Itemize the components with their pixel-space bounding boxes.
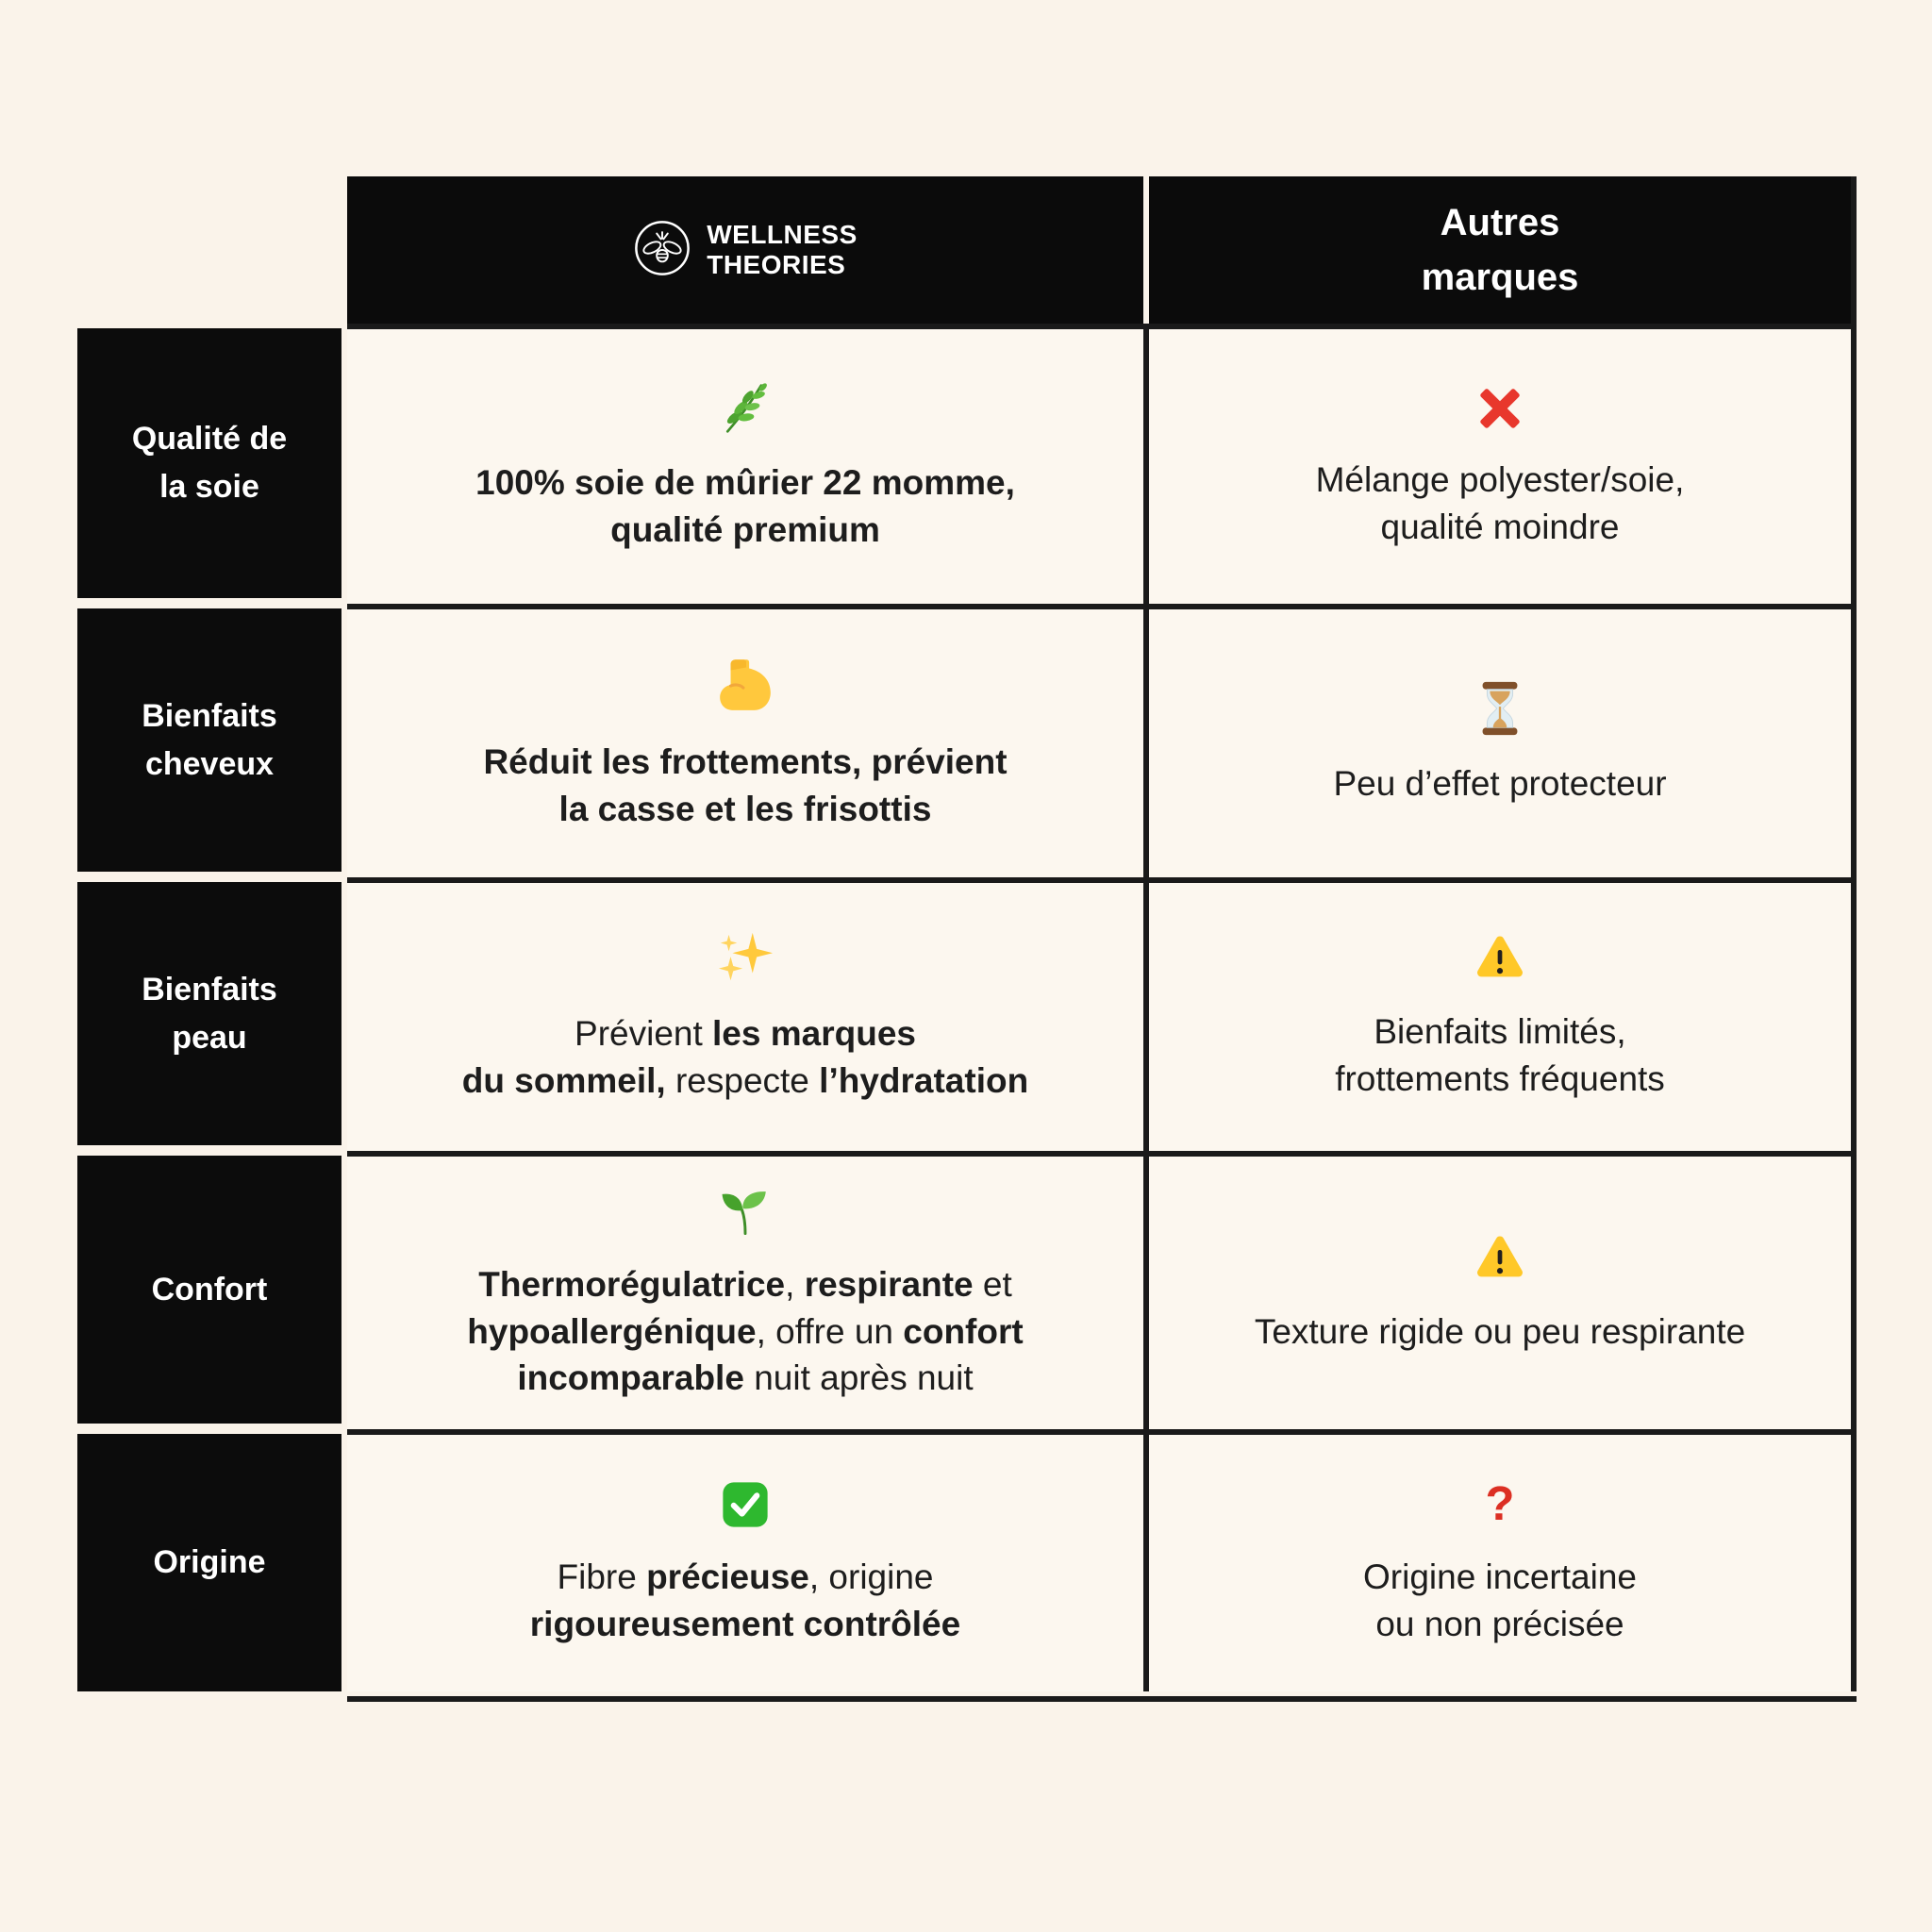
cell-text: Mélange polyester/soie, qualité moindre — [1315, 459, 1685, 546]
row-label-1: Qualité de la soie — [77, 328, 341, 598]
competitor-header-cell: Autres marques — [1149, 176, 1857, 324]
bee-logo-icon — [633, 219, 691, 282]
flexed-biceps-icon — [714, 654, 776, 716]
row-label-5: Origine — [77, 1434, 341, 1691]
question-mark-icon: ? — [1474, 1476, 1526, 1531]
svg-text:?: ? — [1485, 1478, 1514, 1530]
cell-text: Origine incertaine ou non précisée — [1363, 1557, 1637, 1643]
brand-header-cell: WELLNESS THEORIES — [347, 176, 1149, 324]
warning-icon — [1473, 931, 1527, 986]
competitor-label: Autres marques — [1421, 202, 1579, 298]
wellness-cell-row-1: 100% soie de mûrier 22 momme, qualité pr… — [347, 324, 1149, 604]
cell-text: Peu d’effet protecteur — [1333, 764, 1667, 804]
wellness-cell-row-5: Fibre précieuse, origine rigoureusement … — [347, 1429, 1149, 1691]
others-cell-row-2: Peu d’effet protecteur — [1149, 604, 1857, 877]
wellness-cell-row-2: Réduit les frottements, prévient la cass… — [347, 604, 1149, 877]
brand-lockup: WELLNESS THEORIES — [633, 219, 858, 282]
wellness-cell-row-3: Prévient les marques du sommeil, respect… — [347, 877, 1149, 1151]
cell-text: Prévient les marques du sommeil, respect… — [461, 1014, 1029, 1100]
others-cell-row-4: Texture rigide ou peu respirante — [1149, 1151, 1857, 1429]
sparkles-icon — [716, 929, 774, 988]
cell-text: Thermorégulatrice, respirante et hypoall… — [467, 1264, 1024, 1398]
wellness-cell-row-4: Thermorégulatrice, respirante et hypoall… — [347, 1151, 1149, 1429]
warning-icon — [1473, 1231, 1527, 1286]
others-cell-row-5: ? Origine incertaine ou non précisée — [1149, 1429, 1857, 1691]
cell-text: Réduit les frottements, prévient la cass… — [483, 742, 1008, 828]
check-mark-icon — [719, 1478, 772, 1531]
herb-icon — [717, 380, 774, 437]
others-cell-row-1: Mélange polyester/soie, qualité moindre — [1149, 324, 1857, 604]
cell-text: Texture rigide ou peu respirante — [1254, 1311, 1746, 1351]
cell-text: Fibre précieuse, origine rigoureusement … — [529, 1557, 961, 1643]
hourglass-icon — [1471, 679, 1529, 738]
value-region: WELLNESS THEORIES Autres marques 100% so… — [347, 176, 1857, 1702]
cell-text: 100% soie de mûrier 22 momme, qualité pr… — [475, 462, 1015, 549]
others-cell-row-3: Bienfaits limités, frottements fréquents — [1149, 877, 1857, 1151]
brand-name: WELLNESS THEORIES — [707, 219, 858, 279]
cross-mark-icon — [1474, 383, 1525, 434]
row-label-2: Bienfaits cheveux — [77, 608, 341, 872]
row-label-3: Bienfaits peau — [77, 882, 341, 1145]
row-label-4: Confort — [77, 1156, 341, 1424]
seedling-icon — [718, 1184, 773, 1239]
cell-text: Bienfaits limités, frottements fréquents — [1335, 1012, 1665, 1098]
